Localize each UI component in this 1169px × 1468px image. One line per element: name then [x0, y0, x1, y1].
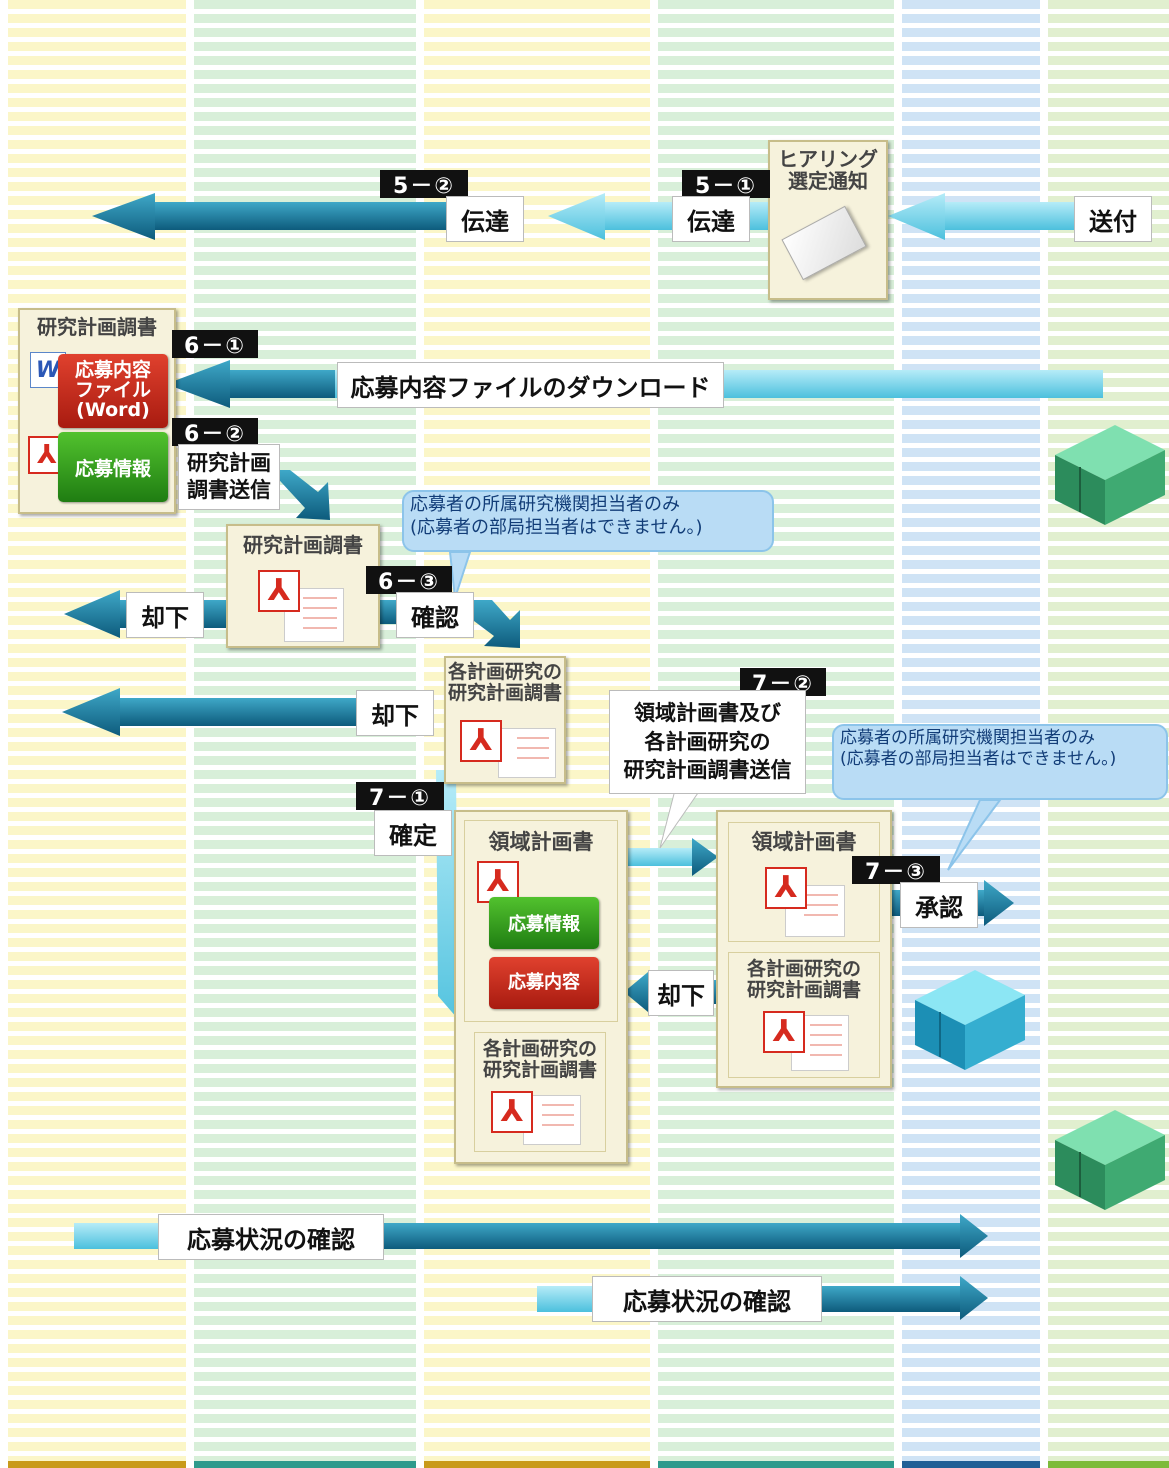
- word-file-button[interactable]: 応募内容 ファイル (Word): [58, 354, 168, 428]
- document-icon: [498, 728, 556, 778]
- institution-only-note-1: 応募者の所属研究機関担当者のみ (応募者の部局担当者はできません。): [402, 490, 774, 552]
- research-plan-title: 研究計画調書: [37, 315, 157, 339]
- area-send-label: 領域計画書及び 各計画研究の 研究計画調書送信: [609, 690, 806, 794]
- send-label: 送付: [1074, 196, 1152, 242]
- research-plan-box-2: 研究計画調書 ⅄: [226, 524, 380, 648]
- server-icon: [1055, 1110, 1165, 1210]
- status-check-1-label: 応募状況の確認: [158, 1214, 384, 1260]
- arrow-reject-2: [62, 688, 365, 736]
- envelope-icon: [781, 205, 867, 281]
- lane-applicant-plan: [8, 0, 186, 1461]
- step-7-1-badge: 7－①: [356, 782, 444, 811]
- step-6-1-badge: 6－①: [172, 330, 258, 359]
- download-label: 応募内容ファイルのダウンロード: [337, 362, 724, 408]
- hearing-notice-box: ヒアリング 選定通知: [768, 140, 888, 300]
- institution-only-note-2: 応募者の所属研究機関担当者のみ (応募者の部局担当者はできません。): [832, 724, 1168, 800]
- hearing-notice-title: ヒアリング 選定通知: [778, 147, 878, 193]
- pdf-icon: ⅄: [765, 867, 807, 909]
- submit-plan-label: 研究計画 調書送信: [178, 444, 280, 510]
- reject-2-label: 却下: [356, 690, 434, 736]
- arrow-relay-plan: [92, 193, 450, 240]
- area-apply-info-button[interactable]: 応募情報: [489, 897, 599, 949]
- pdf-icon: ⅄: [460, 720, 502, 762]
- relay-area-label: 伝達: [672, 196, 750, 242]
- each-plan-inner-3: 各計画研究の 研究計画調書 ⅄: [728, 952, 880, 1078]
- confirm-label: 確認: [396, 592, 474, 638]
- pdf-icon: ⅄: [258, 570, 300, 612]
- step-7-3-badge: 7－③: [852, 856, 940, 885]
- research-plan-box: 研究計画調書 W 応募内容 ファイル (Word) ⅄ 応募情報: [18, 308, 176, 514]
- pdf-icon: ⅄: [763, 1011, 805, 1053]
- each-plan-title: 各計画研究の 研究計画調書: [447, 661, 562, 704]
- area-plan-inner: 領域計画書 ⅄ 応募情報 応募内容: [464, 820, 618, 1022]
- server-icon: [915, 970, 1025, 1070]
- step-6-3-badge: 6－③: [366, 566, 452, 595]
- apply-info-button[interactable]: 応募情報: [58, 432, 168, 502]
- area-plan-title: 領域計画書: [488, 830, 594, 854]
- arrow-send-hearing: [888, 193, 1080, 240]
- reject-3-label: 却下: [648, 970, 714, 1016]
- arrow-submit-plan: [270, 470, 330, 520]
- pdf-icon: ⅄: [477, 861, 519, 903]
- reject-1-label: 却下: [126, 592, 204, 638]
- step-5-1-badge: 5－①: [682, 170, 770, 199]
- arrow-area-send: [626, 838, 718, 876]
- area-plan-inner-2: 領域計画書 ⅄: [728, 822, 880, 942]
- each-plan-box: 各計画研究の 研究計画調書 ⅄: [444, 656, 566, 784]
- area-plan-title-2: 領域計画書: [751, 830, 857, 854]
- research-plan-title-2: 研究計画調書: [243, 533, 363, 557]
- server-icon: [1055, 425, 1165, 525]
- each-plan-inner: 各計画研究の 研究計画調書 ⅄: [474, 1032, 606, 1152]
- each-plan-title-3: 各計画研究の 研究計画調書: [746, 958, 861, 1001]
- step-5-2-badge: 5－②: [380, 170, 468, 199]
- area-plan-box-2: 領域計画書 ⅄ 各計画研究の 研究計画調書 ⅄: [716, 810, 892, 1088]
- status-check-2-label: 応募状況の確認: [592, 1276, 822, 1322]
- pdf-icon: ⅄: [491, 1091, 533, 1133]
- step-6-2-badge: 6－②: [172, 418, 258, 447]
- each-plan-title-2: 各計画研究の 研究計画調書: [482, 1038, 597, 1081]
- finalize-label: 確定: [374, 810, 452, 856]
- area-apply-content-button[interactable]: 応募内容: [489, 957, 599, 1009]
- area-plan-box: 領域計画書 ⅄ 応募情報 応募内容 各計画研究の 研究計画調書 ⅄: [454, 810, 628, 1164]
- relay-plan-label: 伝達: [446, 196, 524, 242]
- approve-label: 承認: [900, 882, 978, 928]
